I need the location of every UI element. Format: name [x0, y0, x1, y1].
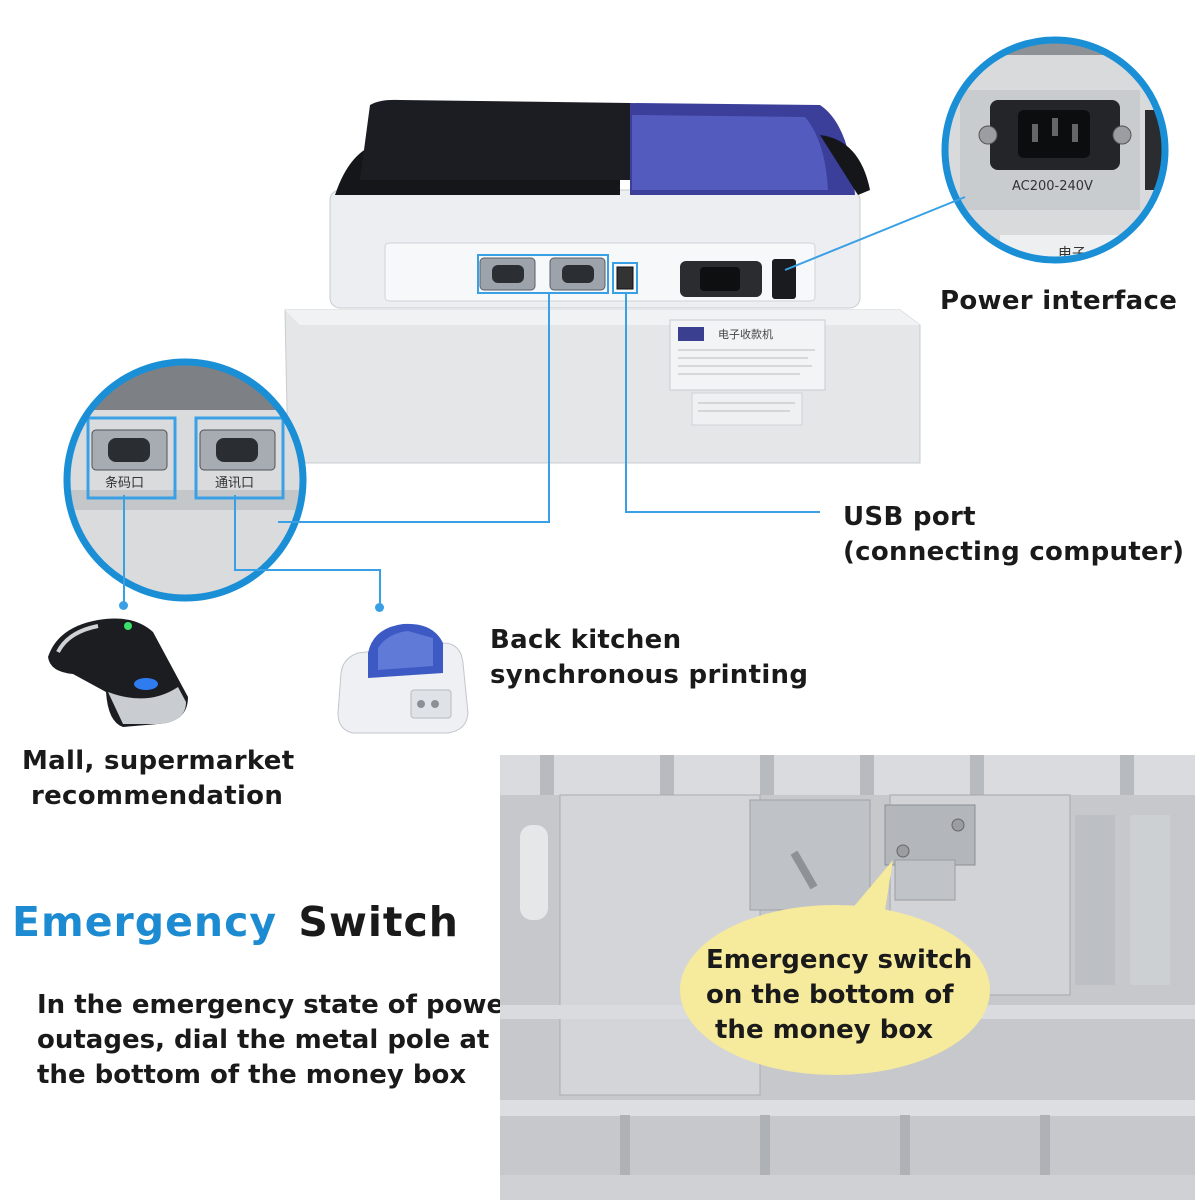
- bubble-line: Emergency switch: [706, 945, 973, 975]
- printer-connector-dot: [375, 603, 384, 612]
- usb-port-label-line2: (connecting computer): [843, 537, 1185, 567]
- scanner-connector-vertical: [123, 495, 125, 605]
- scanner-label-line2: recommendation: [31, 781, 284, 811]
- usb-port-label-line1: USB port: [843, 502, 976, 532]
- printer-label-line1: Back kitchen: [490, 625, 682, 655]
- usb-connector-horizontal: [625, 511, 820, 513]
- scanner-label: Mall, supermarket recommendation: [22, 744, 294, 814]
- cash-register-illustration: 电子收款机: [284, 99, 921, 464]
- emergency-title-word1: Emergency: [12, 898, 278, 946]
- usb-port-label: USB port (connecting computer): [843, 500, 1184, 570]
- barcode-scanner-image: [48, 618, 188, 727]
- emergency-switch-title: Emergency Switch: [12, 898, 459, 946]
- receipt-printer-image: [337, 623, 469, 734]
- printer-connector-vertical-2: [379, 569, 381, 606]
- serial-connector-horizontal: [278, 521, 550, 523]
- emergency-title-word2: Switch: [298, 898, 459, 946]
- serial-connector-vertical: [548, 293, 550, 523]
- money-box-bottom-photo: [500, 755, 1195, 1200]
- power-interface-inset: AC200-240V 电子: [941, 36, 1169, 264]
- power-connector-line: [784, 196, 966, 271]
- scanner-label-line1: Mall, supermarket: [22, 746, 295, 776]
- comm-port-label: 通讯口: [215, 476, 254, 491]
- register-label-header: 电子收款机: [718, 327, 773, 341]
- emergency-description-line: outages, dial the metal pole at: [37, 1025, 490, 1055]
- printer-label-line2: synchronous printing: [490, 660, 809, 690]
- printer-label: Back kitchen synchronous printing: [490, 623, 808, 693]
- scanner-connector-dot: [119, 601, 128, 610]
- emergency-description-line: In the emergency state of power: [37, 990, 517, 1020]
- bubble-line: the money box: [715, 1015, 933, 1045]
- voltage-label: AC200-240V: [1012, 179, 1093, 194]
- power-interface-label: Power interface: [940, 286, 1178, 316]
- emergency-description-line: the bottom of the money box: [37, 1060, 467, 1090]
- barcode-port-label: 条码口: [105, 475, 144, 491]
- usb-connector-vertical: [625, 293, 627, 513]
- bubble-line: on the bottom of: [706, 980, 954, 1010]
- printer-connector-horizontal: [234, 569, 381, 571]
- printer-connector-vertical-1: [234, 495, 236, 570]
- serial-ports-inset: 条码口 通讯口: [63, 358, 307, 602]
- emergency-bubble-shape: [680, 860, 990, 1075]
- emergency-description: In the emergency state of power outages,…: [37, 988, 517, 1093]
- emergency-bubble-text: Emergency switch on the bottom of the mo…: [706, 943, 972, 1048]
